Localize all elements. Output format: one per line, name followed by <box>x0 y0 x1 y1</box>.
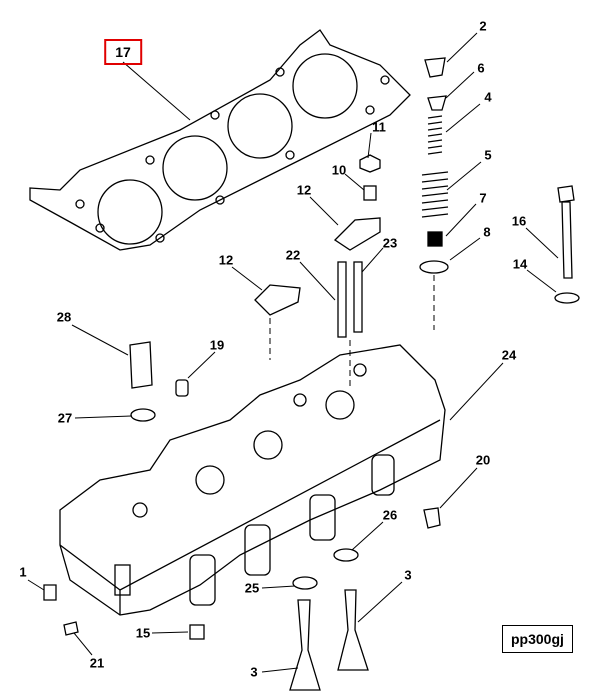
callout-3[interactable]: 3 <box>250 664 258 680</box>
callout-22[interactable]: 22 <box>285 247 301 263</box>
callout-3[interactable]: 3 <box>404 567 412 583</box>
callout-1[interactable]: 1 <box>19 564 27 580</box>
cylinder-head <box>59 344 446 616</box>
callout-26[interactable]: 26 <box>382 507 398 523</box>
callout-17-highlighted[interactable]: 17 <box>104 39 142 65</box>
callout-21[interactable]: 21 <box>89 655 105 671</box>
callout-10[interactable]: 10 <box>331 162 347 178</box>
callout-12[interactable]: 12 <box>296 182 312 198</box>
callout-15[interactable]: 15 <box>135 625 151 641</box>
callout-25[interactable]: 25 <box>244 580 260 596</box>
reference-code-box: pp300gj <box>502 625 573 653</box>
head-gasket <box>29 29 411 251</box>
callout-14[interactable]: 14 <box>512 256 528 272</box>
callout-24[interactable]: 24 <box>501 347 517 363</box>
callout-27[interactable]: 27 <box>57 410 73 426</box>
valve-train-parts <box>43 57 580 691</box>
callout-8[interactable]: 8 <box>483 224 491 240</box>
callout-7[interactable]: 7 <box>479 190 487 206</box>
callout-19[interactable]: 19 <box>209 337 225 353</box>
callout-6[interactable]: 6 <box>477 60 485 76</box>
callout-20[interactable]: 20 <box>475 452 491 468</box>
leader-lines <box>27 32 559 673</box>
callout-23[interactable]: 23 <box>382 235 398 251</box>
callout-28[interactable]: 28 <box>56 309 72 325</box>
callout-16[interactable]: 16 <box>511 213 527 229</box>
callout-11[interactable]: 11 <box>372 119 386 135</box>
callout-5[interactable]: 5 <box>484 147 492 163</box>
callout-4[interactable]: 4 <box>484 89 492 105</box>
callout-12[interactable]: 12 <box>218 252 234 268</box>
callout-2[interactable]: 2 <box>479 18 487 34</box>
